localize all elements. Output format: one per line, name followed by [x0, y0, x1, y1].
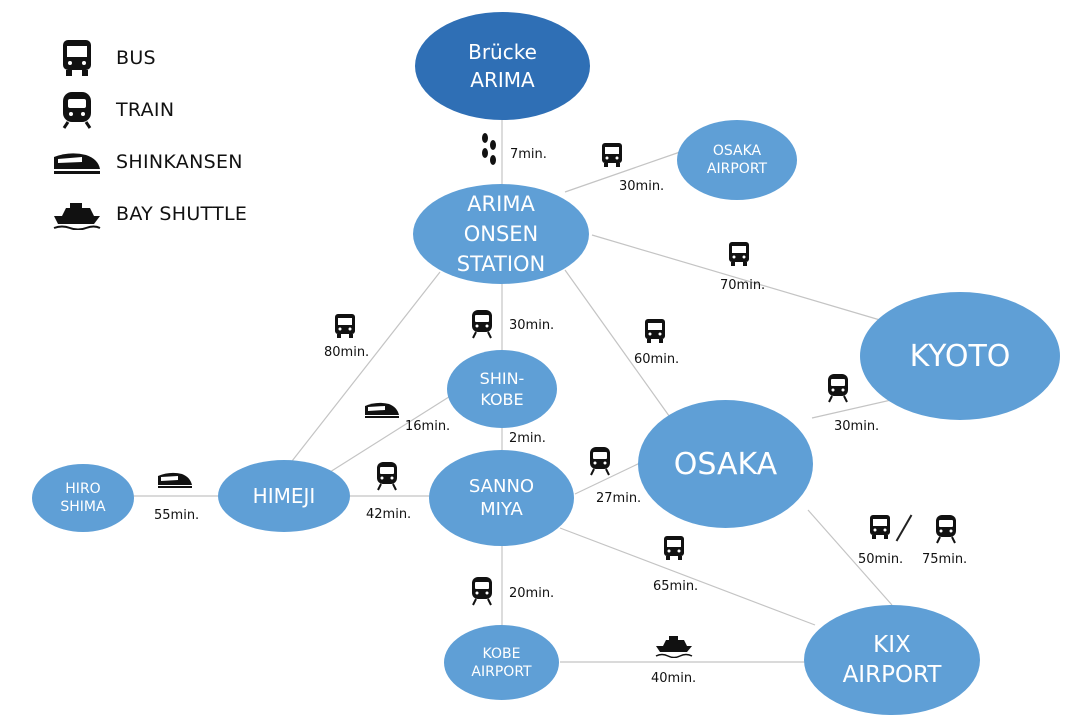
legend-label-train: TRAIN [116, 99, 175, 121]
edge-himeji-shinkobe [329, 394, 453, 473]
train-icon [471, 576, 493, 610]
legend-bus: BUS [52, 38, 156, 78]
time-himeji-sannomiya: 42min. [366, 507, 412, 522]
train-icon [827, 373, 849, 407]
time-arima-osaka-airport: 30min. [619, 179, 665, 194]
time-sannomiya-kobe-airport: 20min. [509, 586, 555, 601]
legend-label-bay-shuttle: BAY SHUTTLE [116, 203, 248, 225]
bus-icon [663, 535, 685, 565]
time-arima-shinkobe: 30min. [509, 318, 555, 333]
route-diagram: BUS TRAIN SHINKANSEN BAY SHUTTLE Brücke … [32, 12, 1060, 715]
shinkansen-icon [364, 400, 400, 424]
edge-osaka-kyoto [811, 397, 901, 419]
shinkansen-icon [157, 470, 193, 494]
node-kix-airport: KIX AIRPORT [804, 605, 980, 715]
node-osaka: OSAKA [638, 400, 813, 528]
node-himeji: HIMEJI [218, 460, 350, 532]
bus-icon [52, 38, 102, 78]
node-brucke-arima: Brücke ARIMA [415, 12, 590, 120]
shinkansen-icon [52, 142, 102, 182]
legend-label-bus: BUS [116, 47, 156, 69]
node-shin-kobe: SHIN- KOBE [447, 350, 557, 428]
node-kobe-airport: KOBE AIRPORT [444, 625, 559, 700]
time-sannomiya-kix: 65min. [653, 579, 699, 594]
train-icon [471, 309, 493, 343]
edge-arima-himeji [284, 271, 441, 471]
time-arima-kyoto: 70min. [720, 278, 766, 293]
time-arima-osaka: 60min. [634, 352, 680, 367]
bus-icon [728, 241, 750, 271]
node-kyoto: KYOTO [860, 292, 1060, 420]
time-osaka-kix-train: 75min. [922, 552, 968, 567]
train-icon [589, 446, 611, 480]
edge-arima-kyoto [591, 234, 881, 321]
legend-label-shinkansen: SHINKANSEN [116, 151, 243, 173]
legend-train: TRAIN [52, 90, 174, 130]
time-himeji-shinkobe: 16min. [405, 419, 451, 434]
ship-icon [655, 632, 693, 662]
node-sannomiya: SANNO MIYA [429, 450, 574, 546]
node-hiroshima: HIRO SHIMA [32, 464, 134, 532]
time-arima-himeji: 80min. [324, 345, 370, 360]
edge-arima-osaka-airport [564, 151, 681, 193]
edge-sannomiya-kix [559, 527, 816, 626]
time-brucke-arima: 7min. [510, 147, 547, 162]
node-osaka-airport: OSAKA AIRPORT [677, 120, 797, 200]
bus-icon [869, 514, 891, 544]
bus-icon [644, 318, 666, 348]
legend-bay-shuttle: BAY SHUTTLE [52, 194, 247, 234]
time-osaka-kix-bus: 50min. [858, 552, 904, 567]
legend-shinkansen: SHINKANSEN [52, 142, 243, 182]
edge-arima-osaka [564, 269, 673, 421]
time-sannomiya-osaka: 27min. [596, 491, 642, 506]
ship-icon [52, 194, 102, 234]
train-icon [52, 90, 102, 130]
footsteps-icon [480, 132, 498, 170]
time-kobe-airport-kix: 40min. [651, 671, 697, 686]
route-lines [108, 118, 901, 663]
bus-icon [601, 142, 623, 172]
time-osaka-kyoto: 30min. [834, 419, 880, 434]
edge-sannomiya-osaka [574, 461, 643, 495]
time-shinkobe-sannomiya: 2min. [509, 431, 546, 446]
node-arima-onsen-station: ARIMA ONSEN STATION [413, 184, 589, 284]
bus-icon [334, 313, 356, 343]
edge-osaka-kix [807, 509, 893, 606]
time-hiroshima-himeji: 55min. [154, 508, 200, 523]
train-icon [376, 461, 398, 495]
train-icon [935, 514, 957, 548]
